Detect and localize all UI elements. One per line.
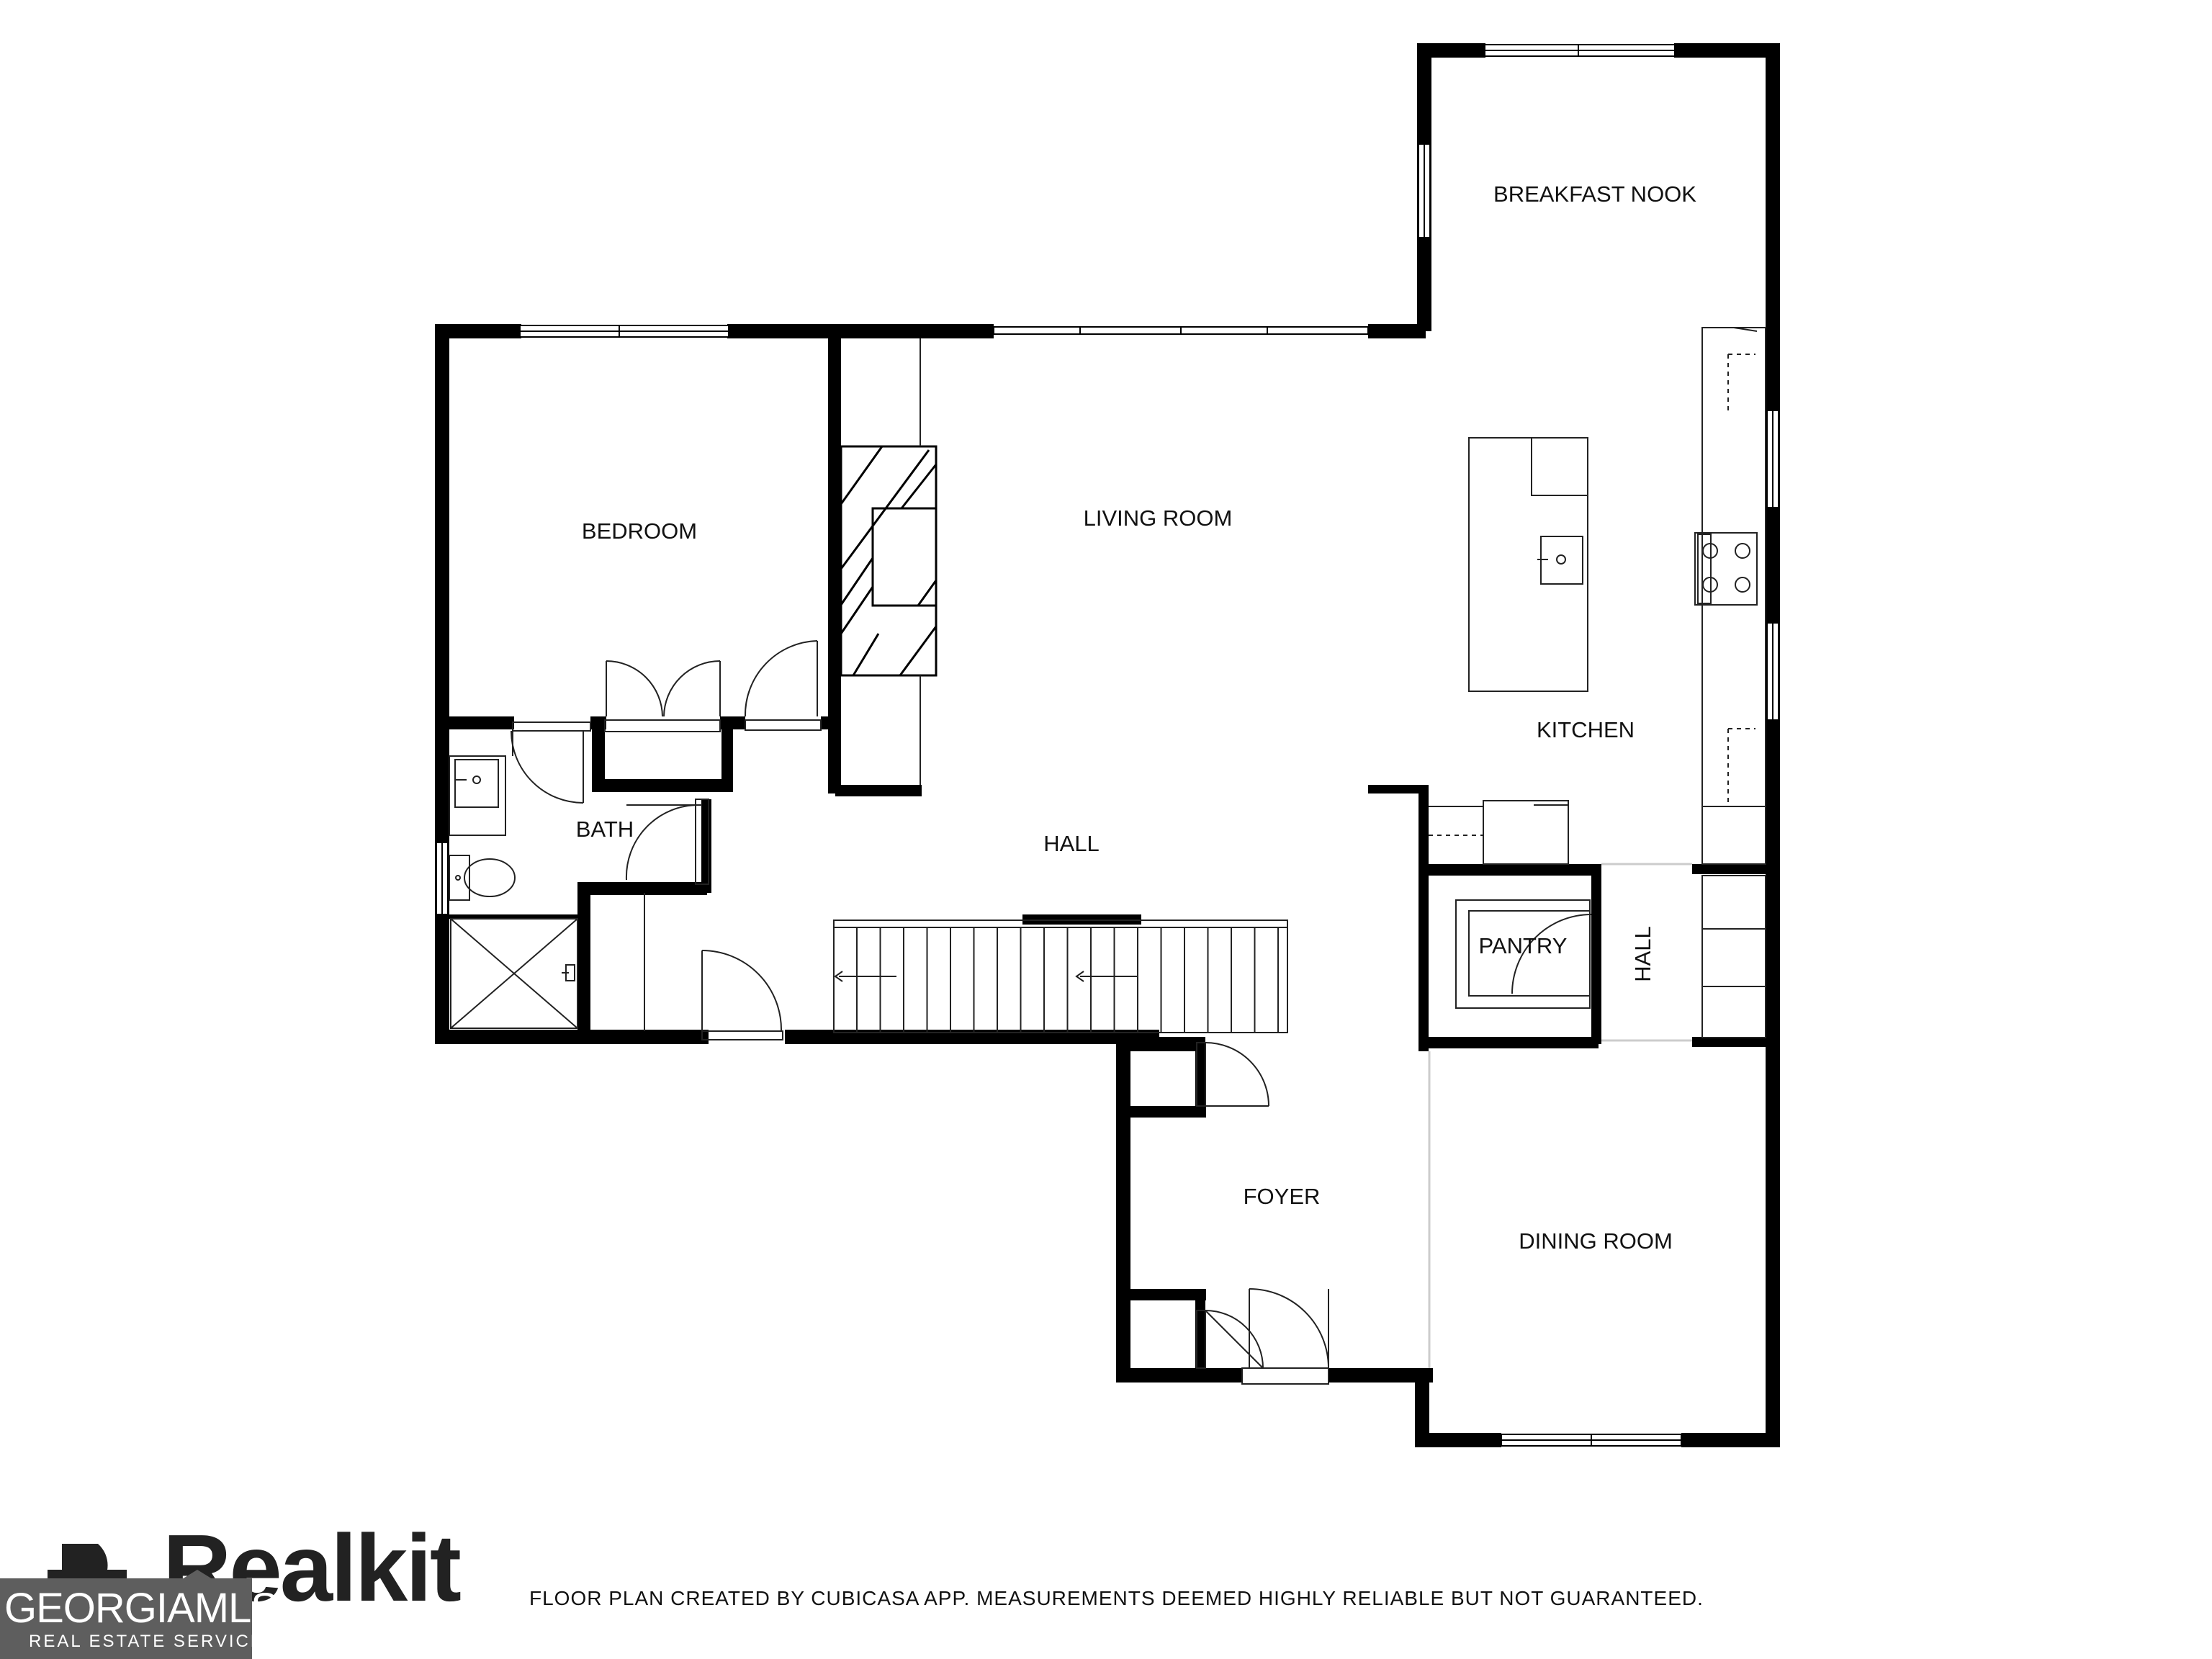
georgia-mls-subtitle: REAL ESTATE SERVICES <box>29 1632 278 1651</box>
door-swing-icon <box>1511 914 1592 994</box>
kitchen-island <box>1468 437 1588 692</box>
room-label-hall: HALL <box>1043 831 1100 856</box>
room-label-kitchen: KITCHEN <box>1537 717 1635 742</box>
stove-icon <box>1694 532 1758 606</box>
windows <box>436 44 1779 1447</box>
room-label-foyer: FOYER <box>1244 1184 1321 1209</box>
fireplace-icon <box>840 445 938 677</box>
room-label-dining-room: DINING ROOM <box>1519 1228 1673 1254</box>
room-label-hall-side: HALL <box>1630 926 1655 982</box>
door-swing-icon <box>625 799 709 885</box>
window-icon <box>1501 1434 1682 1447</box>
window-icon <box>1766 410 1779 508</box>
sink-icon <box>454 759 499 808</box>
door-swing-icon <box>1196 1042 1269 1107</box>
bath-fixtures <box>449 721 709 1029</box>
door-swing-icon <box>1196 1310 1264 1369</box>
bedroom-closet-doors <box>604 640 822 732</box>
shower-icon <box>450 918 578 1029</box>
sink-icon <box>1537 536 1583 585</box>
floor-plan-disclaimer: FLOOR PLAN CREATED BY CUBICASA APP. MEAS… <box>529 1587 1704 1609</box>
room-label-pantry: PANTRY <box>1479 933 1568 958</box>
georgia-mls-badge: GEORGIAMLS REAL ESTATE SERVICES <box>0 1578 279 1659</box>
room-label-bath: BATH <box>576 817 634 842</box>
pantry-fixtures <box>1455 899 1592 1009</box>
door-swing-icon <box>744 640 818 717</box>
openings <box>1428 863 1692 1368</box>
door-swing-icon <box>663 660 721 717</box>
room-label-breakfast-nook: BREAKFAST NOOK <box>1493 181 1696 207</box>
room-label-living-room: LIVING ROOM <box>1084 505 1233 531</box>
room-label-bedroom: BEDROOM <box>582 518 697 544</box>
door-swing-icon <box>1241 1288 1329 1385</box>
window-icon <box>1484 44 1676 57</box>
room-labels: BREAKFAST NOOK LIVING ROOM BEDROOM KITCH… <box>576 181 1696 1254</box>
georgia-mls-name: GEORGIAMLS <box>4 1585 279 1632</box>
door-swing-icon <box>606 660 663 717</box>
kitchen-counters <box>1429 327 1766 1038</box>
window-icon <box>993 326 1369 335</box>
foyer-doors <box>1196 1042 1329 1385</box>
stairs-icon <box>833 920 1288 1033</box>
door-swing-icon <box>701 950 783 1040</box>
window-icon <box>436 842 449 915</box>
hall-fixtures <box>644 893 783 1040</box>
window-icon <box>1766 622 1779 721</box>
toilet-icon <box>449 855 516 901</box>
window-icon <box>1418 143 1431 238</box>
window-icon <box>519 325 729 338</box>
door-swing-icon <box>511 721 591 804</box>
